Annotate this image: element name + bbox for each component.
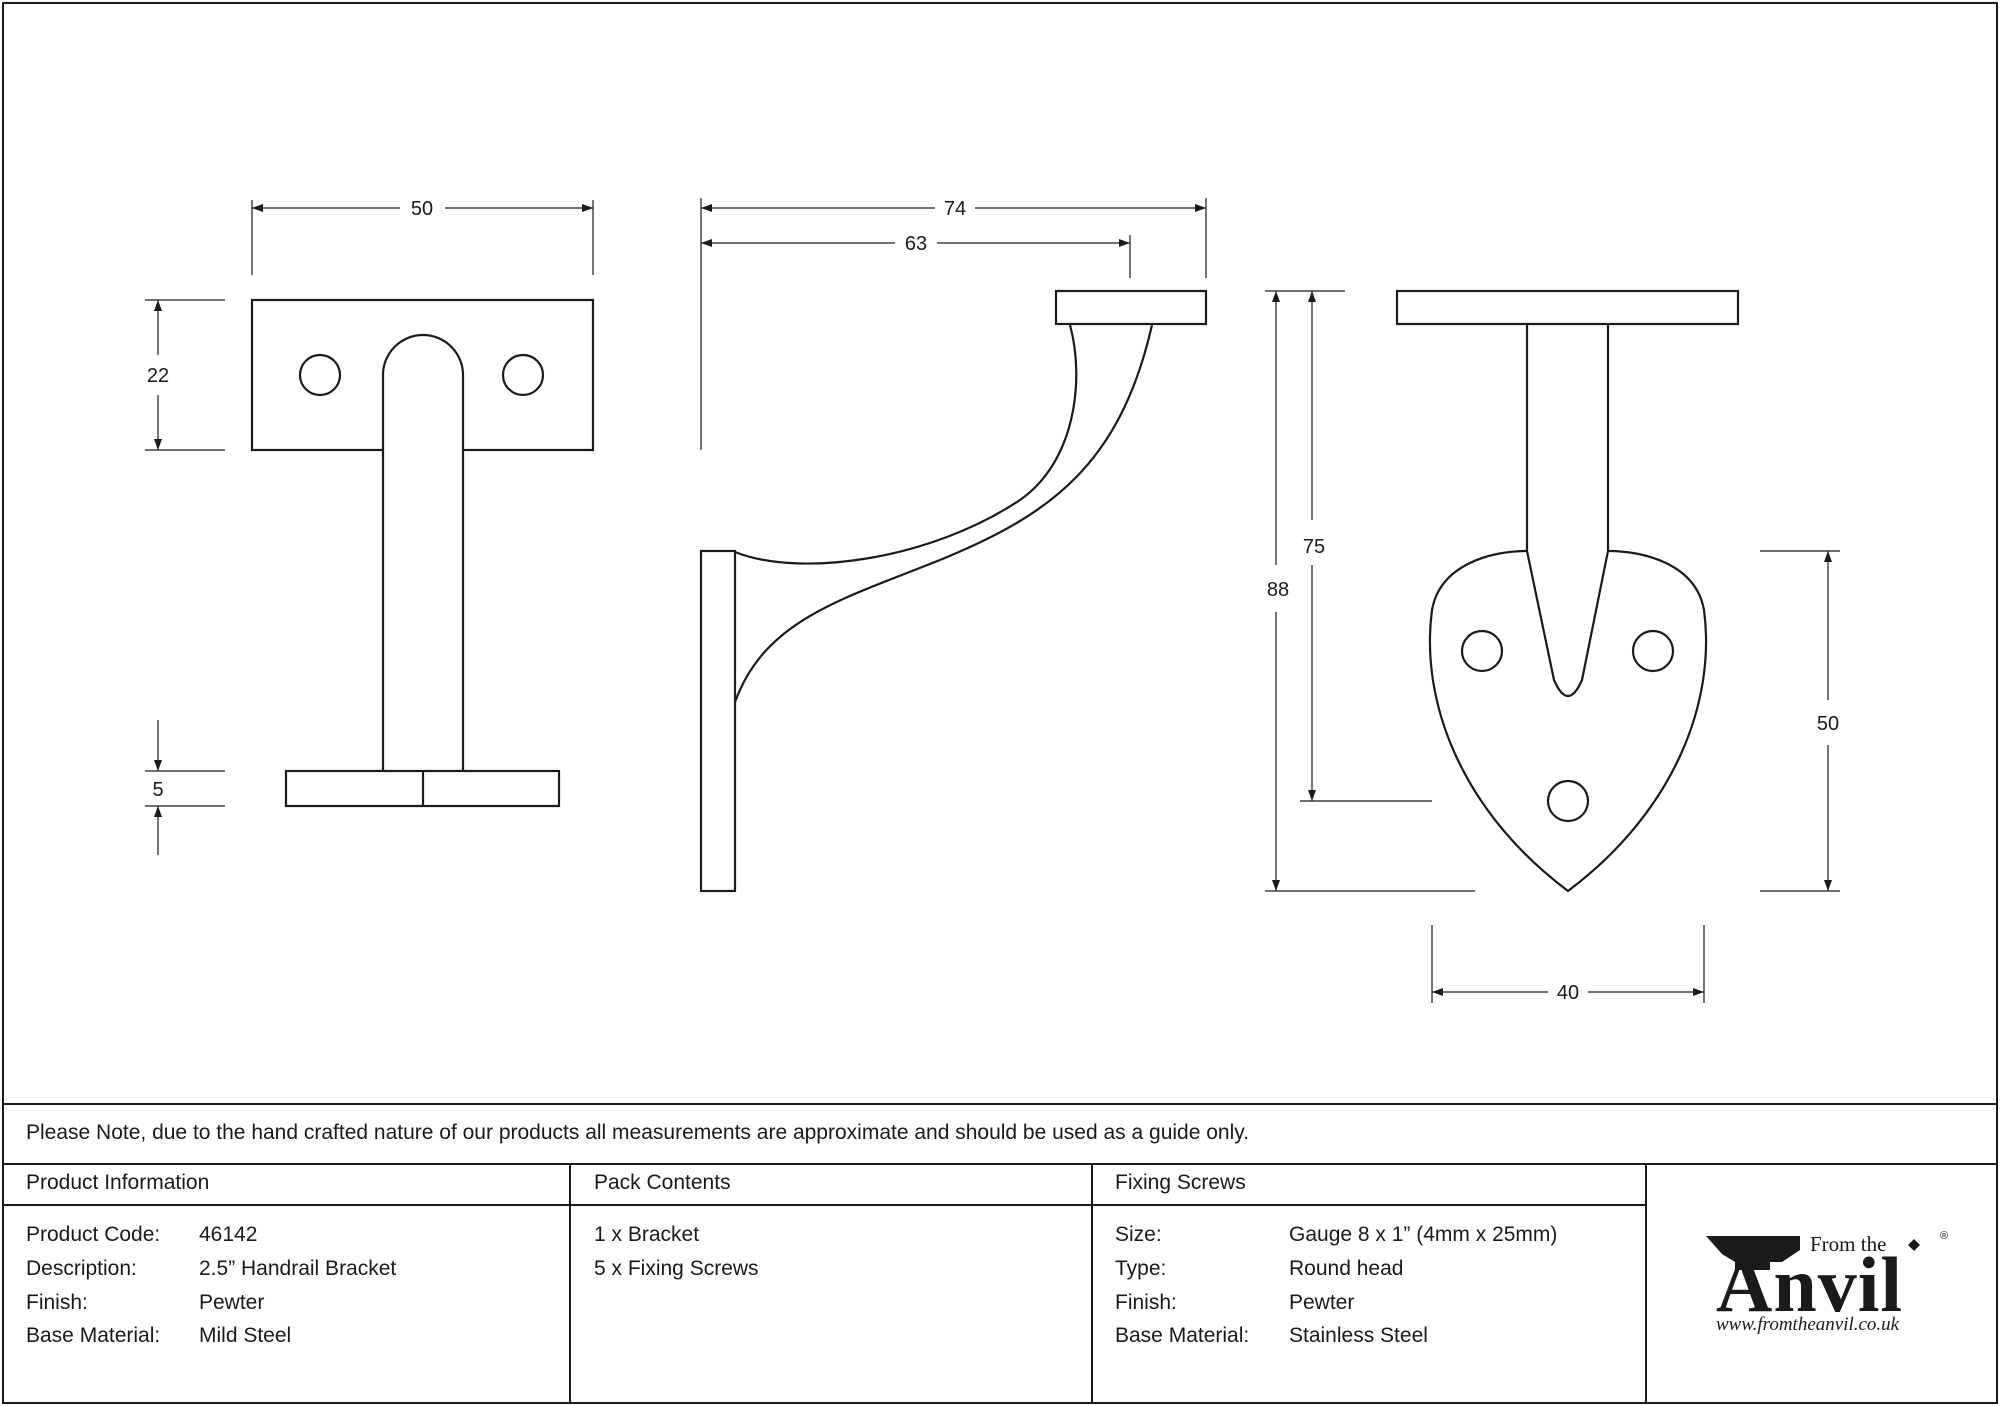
product-code-value: 46142 bbox=[199, 1223, 258, 1246]
dim-side-arm-depth: 63 bbox=[905, 233, 927, 255]
back-stem bbox=[1525, 324, 1610, 698]
logo-from-the: From the bbox=[1810, 1232, 1887, 1256]
back-dimensions bbox=[1265, 290, 1840, 1003]
screw-finish-value: Pewter bbox=[1289, 1291, 1355, 1314]
dim-back-plate-height: 50 bbox=[1817, 713, 1839, 735]
dim-front-base-thickness: 5 bbox=[152, 779, 163, 801]
logo-website: www.fromtheanvil.co.uk bbox=[1716, 1314, 1900, 1335]
side-dimensions bbox=[700, 198, 1207, 450]
front-right-screw-hole bbox=[501, 353, 545, 397]
back-rail-saddle bbox=[1395, 289, 1740, 326]
side-view bbox=[699, 289, 1208, 893]
side-rail-saddle bbox=[1054, 289, 1208, 326]
side-arm-upper-curve bbox=[734, 324, 1078, 565]
screw-material-value: Stainless Steel bbox=[1289, 1324, 1428, 1347]
description-value: 2.5” Handrail Bracket bbox=[199, 1257, 397, 1280]
pack-contents-heading: Pack Contents bbox=[594, 1171, 731, 1194]
base-material-value: Mild Steel bbox=[199, 1324, 292, 1347]
dim-back-stem-height: 75 bbox=[1303, 536, 1325, 558]
finish-label: Finish: bbox=[26, 1291, 88, 1314]
front-dimensions bbox=[145, 200, 594, 855]
dim-front-plate-height: 22 bbox=[147, 365, 169, 387]
screw-type-value: Round head bbox=[1289, 1257, 1404, 1280]
back-left-screw-hole bbox=[1460, 629, 1504, 673]
pack-item: 5 x Fixing Screws bbox=[594, 1257, 759, 1280]
description-label: Description: bbox=[26, 1257, 137, 1280]
front-left-screw-hole bbox=[298, 353, 342, 397]
side-wall-plate bbox=[699, 549, 737, 893]
pack-item: 1 x Bracket bbox=[594, 1223, 700, 1246]
back-shield-plate bbox=[1428, 549, 1708, 893]
screw-size-value: Gauge 8 x 1” (4mm x 25mm) bbox=[1289, 1223, 1558, 1246]
dim-back-total-height: 88 bbox=[1267, 579, 1289, 601]
dim-side-total-depth: 74 bbox=[944, 198, 966, 220]
diamond-logo-icon bbox=[1908, 1239, 1920, 1251]
anvil-logo-icon bbox=[1706, 1236, 1800, 1270]
back-view bbox=[1395, 289, 1740, 893]
screw-material-label: Base Material: bbox=[1115, 1324, 1250, 1347]
back-bottom-screw-hole bbox=[1546, 779, 1590, 823]
info-table-grid bbox=[3, 1103, 1997, 1403]
front-view bbox=[250, 298, 595, 808]
logo-wordmark: Anvil bbox=[1716, 1241, 1904, 1328]
screw-finish-label: Finish: bbox=[1115, 1291, 1177, 1314]
logo-registered-mark: ® bbox=[1940, 1230, 1949, 1242]
dim-front-width: 50 bbox=[411, 198, 433, 220]
product-code-label: Product Code: bbox=[26, 1223, 161, 1246]
dim-back-plate-width: 40 bbox=[1557, 982, 1579, 1004]
screw-size-label: Size: bbox=[1115, 1223, 1162, 1246]
side-arm-lower-curve bbox=[733, 324, 1154, 703]
back-right-screw-hole bbox=[1631, 629, 1675, 673]
disclaimer-note: Please Note, due to the hand crafted nat… bbox=[26, 1121, 1250, 1144]
product-info-heading: Product Information bbox=[26, 1171, 210, 1194]
finish-value: Pewter bbox=[199, 1291, 265, 1314]
base-material-label: Base Material: bbox=[26, 1324, 161, 1347]
front-stem bbox=[381, 333, 465, 770]
screw-type-label: Type: bbox=[1115, 1257, 1167, 1280]
fixing-screws-heading: Fixing Screws bbox=[1115, 1171, 1246, 1194]
